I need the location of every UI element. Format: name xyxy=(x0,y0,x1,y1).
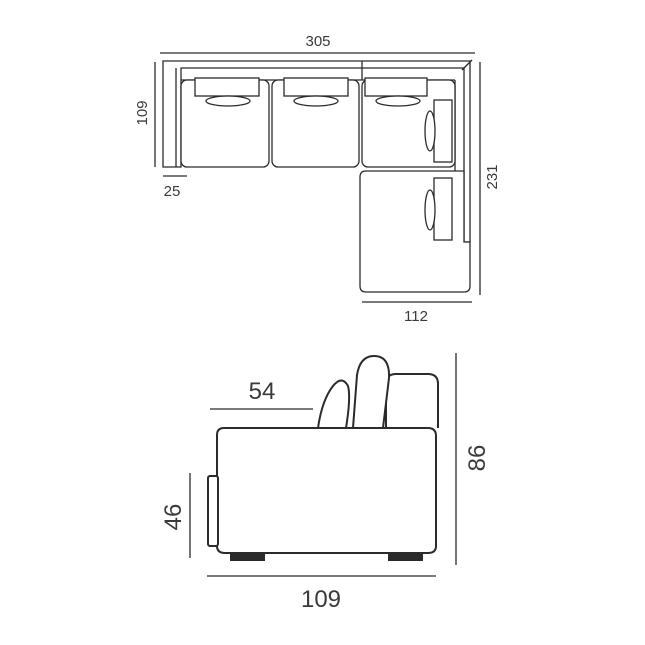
chaise-width-label: 112 xyxy=(404,308,428,325)
pillow-roll-1 xyxy=(205,95,251,107)
side-view: 54 46 86 109 xyxy=(160,353,491,613)
seat-depth-label: 54 xyxy=(249,378,276,405)
side-pillow-2 xyxy=(433,177,453,241)
sofa-body xyxy=(216,427,437,554)
back-cushion-middle xyxy=(352,354,391,429)
back-pillow-3 xyxy=(364,77,428,97)
foot-front xyxy=(230,553,265,561)
depth-label: 109 xyxy=(134,100,151,125)
total-height-label: 86 xyxy=(464,445,491,472)
total-depth-label: 109 xyxy=(301,586,341,613)
chaise-cushion xyxy=(359,170,471,293)
width-label: 305 xyxy=(305,33,330,50)
pillow-roll-3 xyxy=(375,95,421,107)
foot-rear xyxy=(388,553,423,561)
side-pillow-roll-2 xyxy=(424,189,436,231)
seat-height-label: 46 xyxy=(160,504,187,531)
back-cushion-rear xyxy=(385,373,439,428)
top-view: 305 109 25 231 112 xyxy=(134,33,501,325)
side-pillow-roll-1 xyxy=(424,110,436,152)
armrest-label: 25 xyxy=(164,183,181,200)
back-pillow-1 xyxy=(194,77,260,97)
back-pillow-2 xyxy=(283,77,349,97)
corner-length-label: 231 xyxy=(484,164,501,189)
side-pillow-1 xyxy=(433,99,453,163)
back-cushion-front xyxy=(317,379,351,429)
corner-diagonal xyxy=(461,59,473,71)
sofa-back-panel xyxy=(207,475,219,547)
pillow-roll-2 xyxy=(293,95,339,107)
